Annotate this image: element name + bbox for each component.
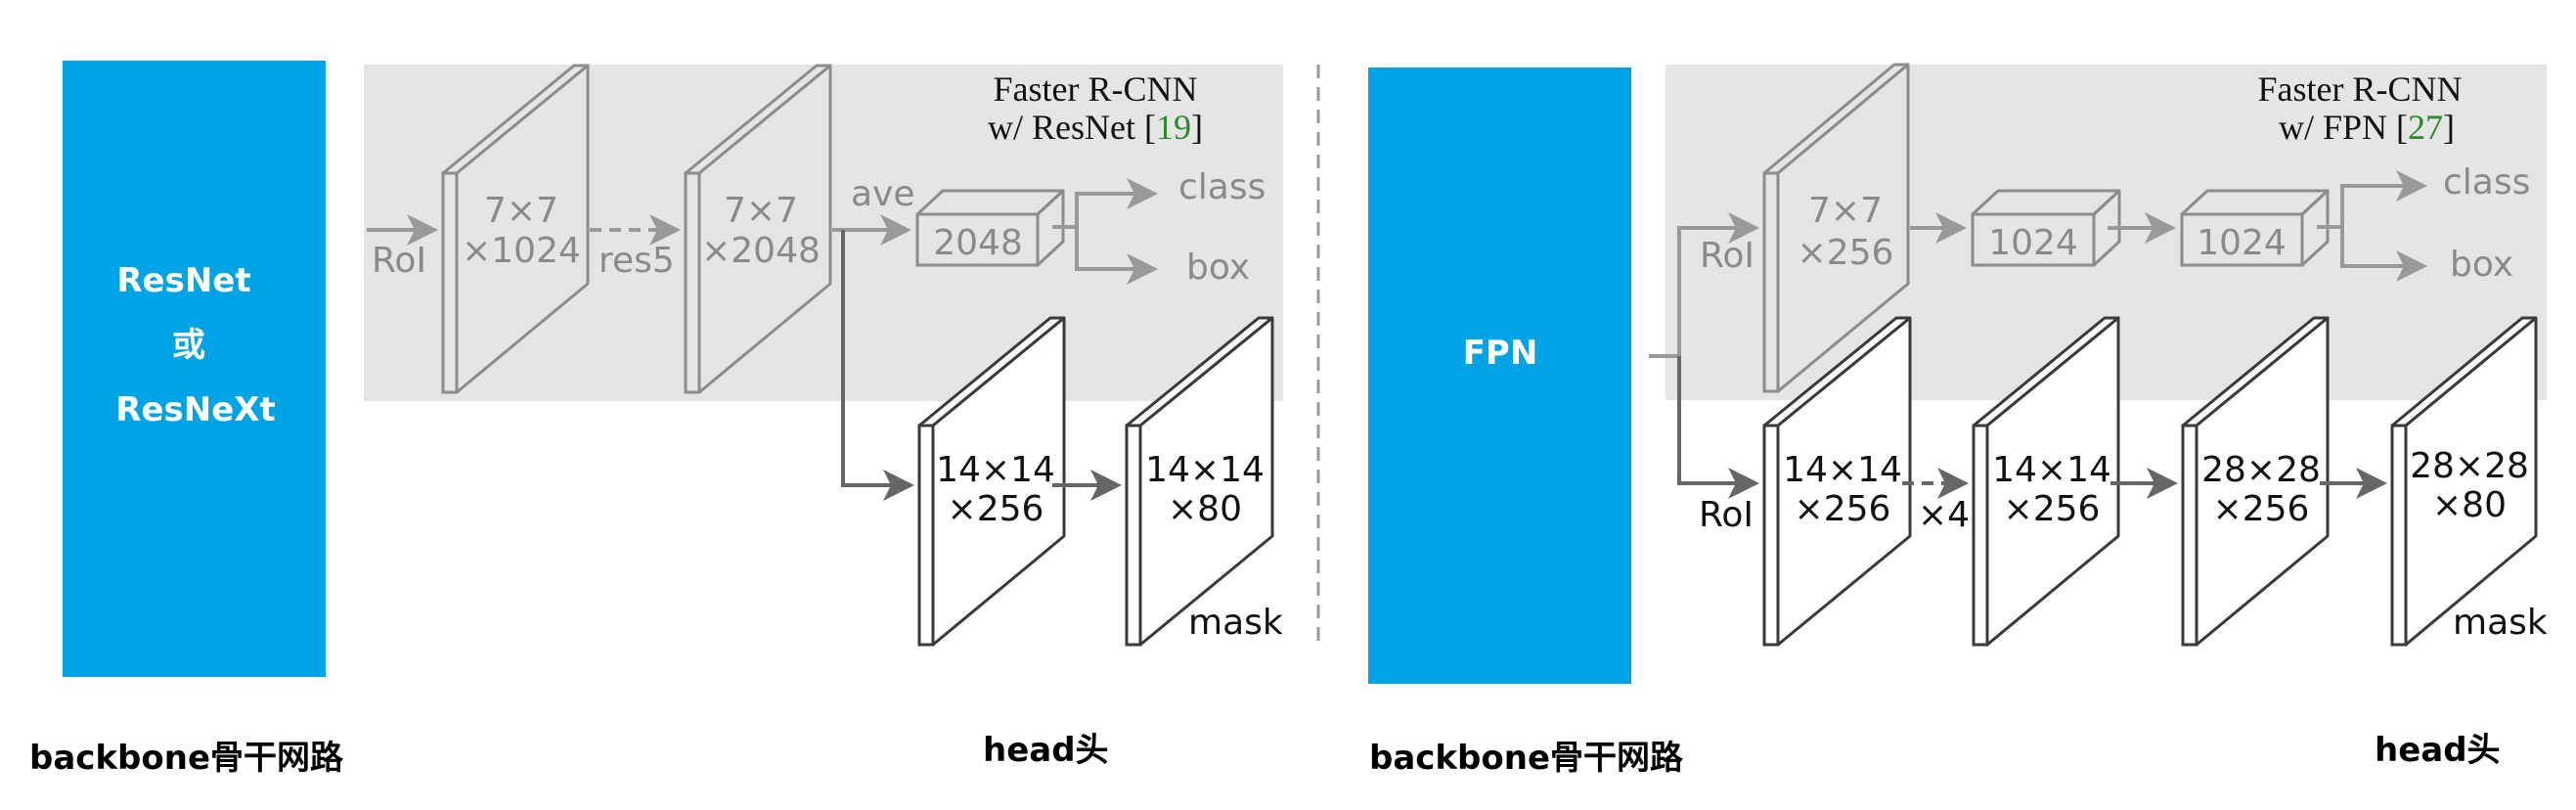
mask-plate-28x28x256	[2181, 316, 2330, 647]
panel-title-line2: w/ FPN [27]	[2279, 108, 2455, 147]
mask-plate1-dims-line2: ×256	[948, 489, 1044, 529]
panel-title-line1: Faster R-CNN	[994, 69, 1198, 109]
fc-box-2048	[915, 189, 1065, 267]
class-output-label: class	[1178, 167, 1266, 207]
box-front-face	[915, 212, 1040, 267]
plate-front-face	[2404, 316, 2538, 647]
mask-label: mask	[2453, 603, 2548, 643]
panel-title-line1: Faster R-CNN	[2258, 69, 2463, 109]
plate-front-face	[1138, 316, 1274, 647]
plate-front-face	[1776, 63, 1910, 393]
roi-arrow-bottom	[1677, 356, 1759, 499]
box-front-face	[2180, 212, 2304, 267]
mask-plate2-dims-line2: ×80	[1168, 489, 1242, 529]
mask-plate4-dims-line1: 28×28	[2410, 446, 2529, 486]
fc-box-1024-a	[1971, 189, 2121, 267]
roi-label-top: RoI	[1700, 236, 1754, 276]
fc-box-1024-b	[2180, 189, 2330, 267]
feature-plate-7x7x256	[1762, 63, 1910, 393]
roi-label: RoI	[372, 241, 426, 281]
mask-plate-14x14x256	[917, 316, 1066, 647]
res5-label: res5	[599, 241, 675, 281]
caption-backbone: backbone骨干网路	[29, 739, 344, 778]
plate-front-face	[1985, 316, 2120, 647]
fc-box1-label: 1024	[1988, 223, 2078, 263]
box-arrow	[1075, 227, 1158, 285]
caption-head: head头	[983, 731, 1109, 770]
citation-ref: 19	[1156, 108, 1191, 147]
class-output-label: class	[2443, 162, 2530, 202]
plate1-dims-line1: 7×7	[484, 191, 558, 231]
fc-box-label: 2048	[933, 223, 1023, 263]
mask-branch-arrow	[841, 230, 914, 501]
backbone-label-or: 或	[172, 326, 205, 365]
plate-front-face	[931, 316, 1066, 647]
resnet-backbone-block	[63, 61, 326, 677]
mask-plate2-dims-line1: 14×14	[1145, 450, 1265, 490]
feature-plate-7x7x1024	[441, 64, 590, 394]
fc-box2-label: 1024	[2197, 223, 2287, 263]
plate-side-face	[917, 424, 935, 647]
caption-backbone: backbone骨干网路	[1369, 739, 1684, 778]
mask-plate1-dims-line1: 14×14	[936, 450, 1055, 490]
mask-plate2-dims-line1: 14×14	[1992, 450, 2111, 490]
box-output-label: box	[2450, 245, 2513, 285]
plate-front-face	[697, 64, 832, 394]
plate-front-face	[2195, 316, 2330, 647]
fpn-backbone-block	[1368, 68, 1631, 684]
class-arrow	[2340, 170, 2427, 227]
plate1-dims-line2: ×1024	[462, 231, 581, 271]
box-arrow	[2340, 227, 2427, 282]
mask-plate3-dims-line1: 28×28	[2201, 450, 2321, 490]
plate-side-face	[2390, 424, 2408, 647]
plate-side-face	[2181, 424, 2198, 647]
citation-ref: 27	[2408, 108, 2443, 147]
mask-plate1-dims-line2: ×256	[1795, 489, 1891, 529]
plate2-dims-line2: ×2048	[701, 231, 821, 271]
box-front-face	[1971, 212, 2096, 267]
plate-front-face	[455, 64, 590, 394]
roi-label-bottom: RoI	[1699, 495, 1754, 535]
plate1-dims-line1: 7×7	[1808, 191, 1883, 231]
plate2-dims-line1: 7×7	[724, 191, 798, 231]
left-architecture: ResNet 或 ResNeXt Faster R-CNN w/ ResNet …	[29, 61, 1283, 778]
mask-plate2-dims-line2: ×256	[2004, 489, 2101, 529]
plate-side-face	[684, 171, 701, 394]
mask-plate-14x14x256-a	[1762, 316, 1912, 647]
mask-plate-14x14x80	[1125, 316, 1274, 647]
plate1-dims-line2: ×256	[1798, 233, 1894, 273]
mask-plate4-dims-line2: ×80	[2432, 485, 2507, 525]
backbone-label-resnext: ResNeXt	[115, 390, 275, 429]
roi-arrow-top	[1677, 212, 1759, 356]
class-arrow	[1075, 178, 1158, 227]
caption-head: head头	[2375, 731, 2501, 770]
ave-label: ave	[851, 174, 915, 214]
mask-plate3-dims-line2: ×256	[2213, 489, 2310, 529]
plate-side-face	[441, 171, 459, 394]
backbone-label-fpn: FPN	[1463, 334, 1538, 373]
mask-plate-28x28x80	[2390, 316, 2538, 647]
feature-plate-7x7x2048	[684, 64, 832, 394]
plate-side-face	[1762, 424, 1780, 647]
backbone-label-resnet: ResNet	[116, 261, 250, 300]
mask-plate1-dims-line1: 14×14	[1783, 450, 1902, 490]
plate-front-face	[1776, 316, 1912, 647]
mask-plate-14x14x256-b	[1972, 316, 2120, 647]
panel-title-line2: w/ ResNet [19]	[988, 108, 1203, 147]
plate-side-face	[1125, 424, 1142, 647]
plate-side-face	[1762, 171, 1780, 393]
repeat-label: ×4	[1918, 495, 1970, 535]
mask-label: mask	[1188, 603, 1283, 643]
box-output-label: box	[1186, 248, 1250, 288]
right-architecture: FPN Faster R-CNN w/ FPN [27] RoI 7×7 ×25…	[1368, 63, 2548, 778]
plate-side-face	[1972, 424, 1989, 647]
